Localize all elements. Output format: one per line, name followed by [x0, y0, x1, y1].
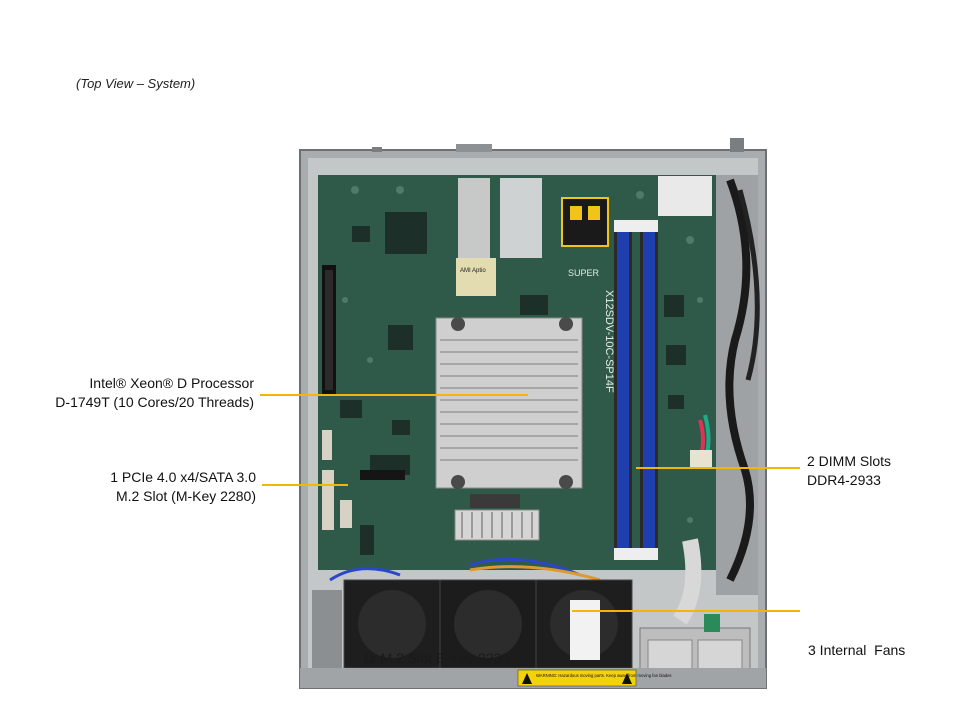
m2-slot-label-line1: 1 PCIe 4.0 x4/SATA 3.0 — [110, 469, 256, 485]
svg-text:AMI Aptio: AMI Aptio — [460, 268, 486, 274]
fans-label-line1: 3 Internal Fans — [808, 642, 906, 658]
processor-callout-line — [260, 394, 528, 396]
svg-text:SUPER: SUPER — [568, 268, 600, 278]
view-caption: (Top View – System) — [76, 76, 196, 91]
dimm-label-line2: DDR4-2933 — [807, 472, 881, 488]
processor-heatsink — [435, 317, 583, 489]
processor-label-line1: Intel® Xeon® D Processor — [89, 375, 254, 391]
dimm-label: 2 DIMM Slots DDR4-2933 — [807, 452, 957, 490]
svg-text:WARNING: Hazardous moving part: WARNING: Hazardous moving parts. Keep aw… — [536, 673, 672, 678]
m2-e-key-label: 1x M.2 Slot E-Key 2230 — [362, 650, 510, 666]
dimm-label-line1: 2 DIMM Slots — [807, 453, 892, 469]
m2-slot-label: 1 PCIe 4.0 x4/SATA 3.0 M.2 Slot (M-Key 2… — [10, 468, 256, 506]
processor-label: Intel® Xeon® D Processor D-1749T (10 Cor… — [10, 374, 254, 412]
fans-label: 3 Internal Fans — [808, 603, 958, 679]
m2-slot-label-line2: M.2 Slot (M-Key 2280) — [115, 488, 256, 504]
processor-label-line2: D-1749T (10 Cores/20 Threads) — [55, 394, 254, 410]
dimm-callout-line — [636, 467, 800, 469]
svg-text:X12SDV-10C-SP14F: X12SDV-10C-SP14F — [603, 290, 615, 393]
fans-callout-line — [572, 610, 800, 612]
m2-callout-line — [262, 484, 348, 486]
